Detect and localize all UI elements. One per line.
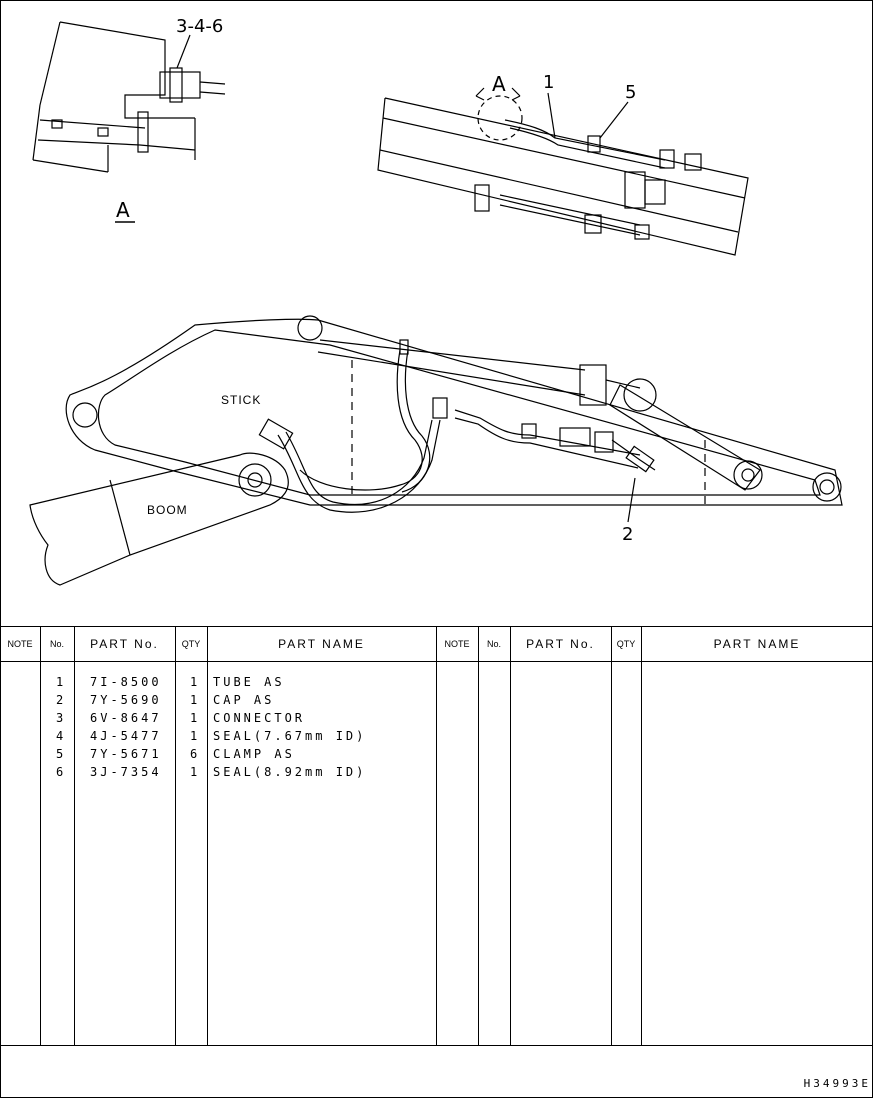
header-part-no-right: PART No. <box>526 637 595 651</box>
boom-label: BOOM <box>147 503 188 517</box>
drawing-number: H34993E <box>803 1077 871 1090</box>
callout-3-4-6: 3-4-6 <box>176 16 224 37</box>
row-qty: 6 <box>190 747 201 761</box>
header-no-right: No. <box>486 639 501 649</box>
detail-view-label: A <box>116 198 130 222</box>
header-note: NOTE <box>7 639 33 649</box>
parts-illustration: 3-4-6 A A 1 5 2 STICK BOOM <box>29 16 843 586</box>
col-divider <box>207 626 208 1046</box>
row-part-name: CONNECTOR <box>213 711 306 725</box>
stick-boom-drawing <box>29 315 843 586</box>
row-part-name: CAP AS <box>213 693 275 707</box>
row-qty: 1 <box>190 711 201 725</box>
col-divider <box>436 626 437 1046</box>
col-divider <box>74 626 75 1046</box>
header-no: No. <box>49 639 64 649</box>
header-note-right: NOTE <box>444 639 470 649</box>
col-divider <box>175 626 176 1046</box>
row-part-no: 7Y-5690 <box>90 693 162 707</box>
row-no: 1 <box>56 675 67 689</box>
col-divider <box>40 626 41 1046</box>
row-part-no: 4J-5477 <box>90 729 162 743</box>
row-part-no: 6V-8647 <box>90 711 162 725</box>
row-qty: 1 <box>190 693 201 707</box>
callout-1: 1 <box>543 72 555 93</box>
header-part-name: PART NAME <box>278 637 365 651</box>
col-divider <box>611 626 612 1046</box>
row-qty: 1 <box>190 675 201 689</box>
cylinder-detail-drawing <box>377 87 749 256</box>
row-no: 3 <box>56 711 67 725</box>
row-qty: 1 <box>190 765 201 779</box>
view-marker-a: A <box>492 72 506 96</box>
callout-2: 2 <box>622 524 634 545</box>
row-no: 6 <box>56 765 67 779</box>
col-divider <box>641 626 642 1046</box>
header-qty: QTY <box>181 639 201 649</box>
row-part-no: 3J-7354 <box>90 765 162 779</box>
row-no: 2 <box>56 693 67 707</box>
col-divider <box>510 626 511 1046</box>
callout-5: 5 <box>625 82 637 103</box>
header-qty-right: QTY <box>616 639 636 649</box>
detail-a-drawing <box>32 21 226 173</box>
row-part-name: SEAL(8.92mm ID) <box>213 765 367 779</box>
row-part-no: 7I-8500 <box>90 675 162 689</box>
row-no: 5 <box>56 747 67 761</box>
stick-label: STICK <box>221 393 262 407</box>
row-no: 4 <box>56 729 67 743</box>
col-divider <box>478 626 479 1046</box>
illustration-svg <box>29 21 843 586</box>
row-part-name: TUBE AS <box>213 675 285 689</box>
header-part-no: PART No. <box>90 637 159 651</box>
row-part-name: CLAMP AS <box>213 747 295 761</box>
row-part-no: 7Y-5671 <box>90 747 162 761</box>
parts-table: NOTE No. PART No. QTY PART NAME NOTE No.… <box>0 626 873 1046</box>
row-part-name: SEAL(7.67mm ID) <box>213 729 367 743</box>
row-qty: 1 <box>190 729 201 743</box>
header-part-name-right: PART NAME <box>713 637 801 651</box>
